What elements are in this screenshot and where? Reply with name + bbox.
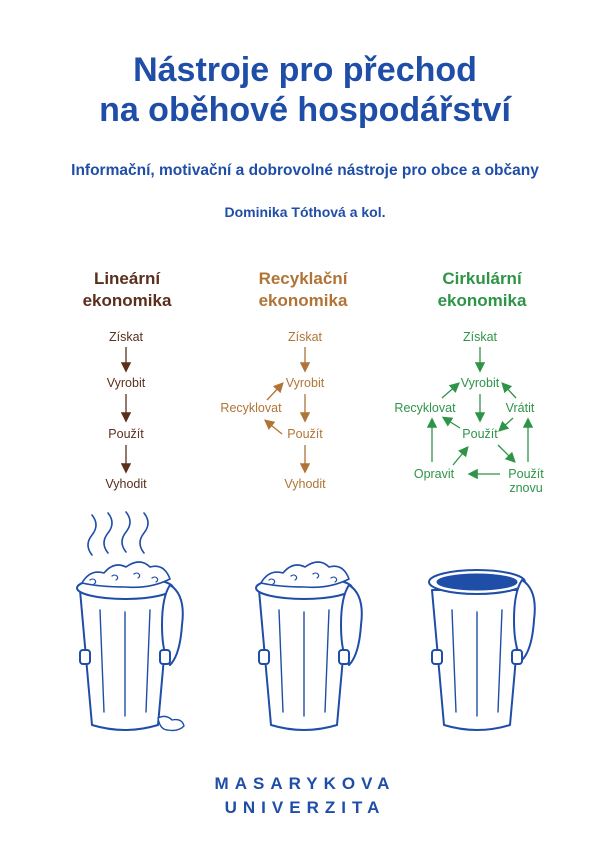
circular-arrow-recycle-make [441, 382, 460, 399]
recycling-title: Recyklační ekonomika [213, 268, 393, 312]
linear-flow: Získat Vyrobit Použít Vyhodit [105, 330, 147, 491]
publisher-logo: MASARYKOVA UNIVERZITA [0, 772, 610, 820]
recycling-step-make: Vyrobit [286, 376, 325, 390]
circular-arrow-repair-use [452, 445, 469, 466]
circular-title-2: ekonomika [437, 291, 527, 310]
linear-step-get: Získat [109, 330, 144, 344]
circular-title-1: Cirkulární [442, 269, 522, 288]
circular-node-use: Použít [462, 427, 498, 441]
circular-node-get: Získat [463, 330, 498, 344]
recycling-arrow-to-recycle [263, 419, 283, 435]
circular-arrow-use-recycle [441, 416, 461, 429]
recycling-step-get: Získat [288, 330, 323, 344]
circular-flow: Získat Vyrobit Recyklovat Vrátit Použít … [394, 330, 544, 495]
circular-node-reuse-1: Použít [508, 467, 544, 481]
recycling-title-2: ekonomika [258, 291, 348, 310]
circular-arrow-return-make [501, 382, 517, 399]
circular-node-return: Vrátit [506, 401, 535, 415]
linear-step-discard: Vyhodit [105, 477, 147, 491]
circular-node-repair: Opravit [414, 467, 455, 481]
subtitle: Informační, motivační a dobrovolné nástr… [71, 162, 539, 179]
recycling-arrow-to-make [266, 382, 284, 401]
circular-arrow-to-use [498, 417, 514, 432]
publisher-line-1: MASARYKOVA [214, 774, 396, 793]
publisher-line-2: UNIVERZITA [224, 798, 386, 817]
linear-step-make: Vyrobit [107, 376, 146, 390]
recycling-step-discard: Vyhodit [284, 477, 326, 491]
linear-title-1: Lineární [93, 269, 161, 288]
circular-node-reuse-2: znovu [509, 481, 542, 495]
recycling-title-1: Recyklační [258, 269, 348, 288]
linear-trash-can-illustration [76, 511, 185, 732]
book-title: Nástroje pro přechod na oběhové hospodář… [0, 50, 610, 130]
circular-arrow-use-reuse [497, 444, 516, 463]
recycling-step-use: Použít [287, 427, 323, 441]
recycling-step-recycle: Recyklovat [220, 401, 282, 415]
title-line-2: na oběhové hospodářství [99, 91, 511, 129]
title-line-1: Nástroje pro přechod [133, 51, 477, 89]
author: Dominika Tóthová a kol. [224, 204, 386, 220]
circular-node-recycle: Recyklovat [394, 401, 456, 415]
recycling-trash-can-illustration [255, 561, 363, 731]
circular-node-make: Vyrobit [461, 376, 500, 390]
circular-title: Cirkulární ekonomika [392, 268, 572, 312]
linear-title-2: ekonomika [82, 291, 172, 310]
recycling-flow: Získat Vyrobit Použít Vyhodit Recyklovat [220, 330, 326, 491]
linear-step-use: Použít [108, 427, 144, 441]
circular-trash-can-illustration [428, 569, 536, 731]
linear-title: Lineární ekonomika [37, 268, 217, 312]
